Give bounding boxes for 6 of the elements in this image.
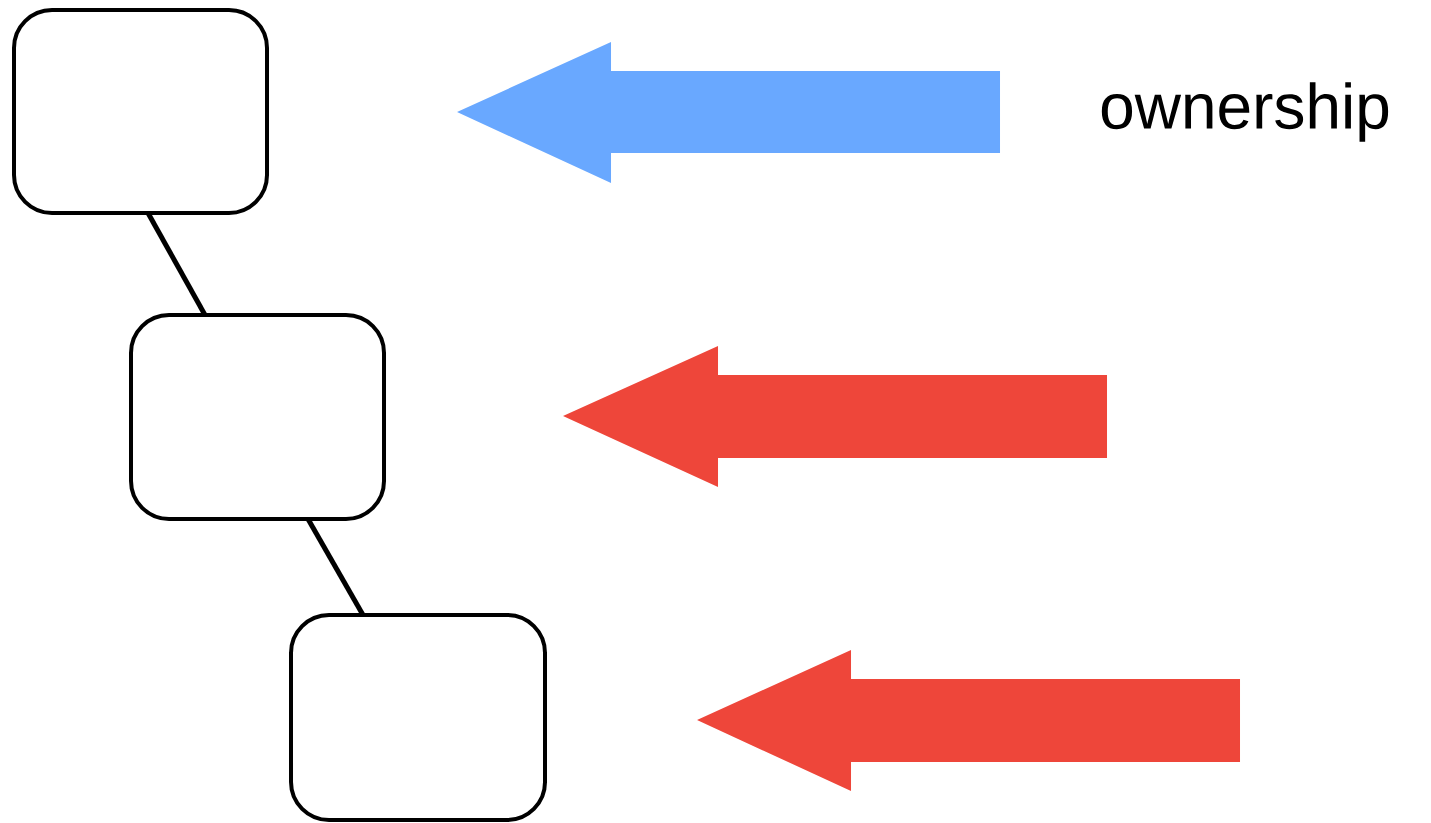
empty-box bbox=[12, 8, 269, 215]
connector-line bbox=[305, 517, 366, 617]
empty-box bbox=[129, 313, 386, 521]
connector-line bbox=[145, 211, 208, 317]
label-text: ownership bbox=[1101, 82, 1389, 142]
empty-box bbox=[289, 613, 547, 822]
